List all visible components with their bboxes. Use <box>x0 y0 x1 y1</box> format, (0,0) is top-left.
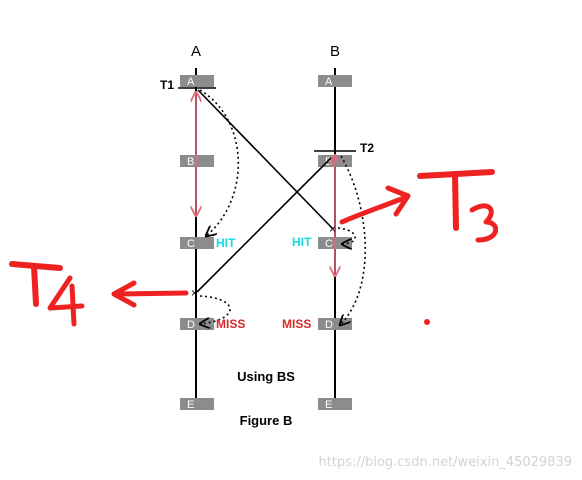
box-b-b-label: B <box>325 156 332 168</box>
box-a-a-label: A <box>187 76 195 88</box>
caption-figure: Figure B <box>240 413 293 428</box>
box-b-c-label: C <box>325 238 333 250</box>
handwritten-annotations <box>9 169 498 327</box>
annotation-t3-digit <box>469 203 498 243</box>
caption-using: Using BS <box>237 369 295 384</box>
annotation-arrowhead-t3 <box>385 185 411 217</box>
box-a-c <box>180 237 214 249</box>
box-a-a <box>180 75 214 87</box>
t2-label: T2 <box>360 141 374 155</box>
hit-label-right: HIT <box>292 235 312 249</box>
column-a-title: A <box>191 43 201 60</box>
box-a-d <box>180 318 214 330</box>
column-b-title: B <box>330 43 340 60</box>
box-a-e-label: E <box>187 399 194 411</box>
box-a-b-label: B <box>187 156 194 168</box>
box-a-e <box>180 398 214 410</box>
annotation-t4-stem <box>31 263 39 307</box>
box-b-a <box>318 75 352 87</box>
hit-label-left: HIT <box>216 236 236 250</box>
miss-label-left: MISS <box>216 317 245 331</box>
box-b-e <box>318 398 352 410</box>
dotted-curve-b-hit <box>337 227 356 244</box>
annotation-arrowhead-t4 <box>111 280 137 308</box>
miss-label-right: MISS <box>282 317 311 331</box>
box-b-d-label: D <box>325 319 333 331</box>
annotation-arrow-t3 <box>339 195 407 225</box>
dotted-curve-b-long <box>340 155 367 325</box>
x-mark-a: × <box>191 286 198 300</box>
dotted-curve-a-top <box>199 89 240 236</box>
x-mark-b: × <box>329 222 336 236</box>
annotation-t4-digit <box>47 275 85 327</box>
annotation-t3-stem <box>452 171 459 231</box>
watermark-text: https://blog.csdn.net/weixin_45029839 <box>318 455 572 470</box>
column-a-boxes: A B C D E <box>180 75 214 411</box>
t1-label: T1 <box>160 78 174 92</box>
box-b-e-label: E <box>325 399 332 411</box>
dotted-curve-a-bottom <box>200 295 231 324</box>
box-b-a-label: A <box>325 76 333 88</box>
box-b-d <box>318 318 352 330</box>
cross-line-a-to-b <box>197 89 334 230</box>
annotation-dot <box>424 319 430 325</box>
cross-line-b-to-a <box>196 157 332 293</box>
annotation-arrow-t4 <box>115 290 189 297</box>
box-a-d-label: D <box>187 319 195 331</box>
box-a-b <box>180 155 214 167</box>
box-a-c-label: C <box>187 238 195 250</box>
